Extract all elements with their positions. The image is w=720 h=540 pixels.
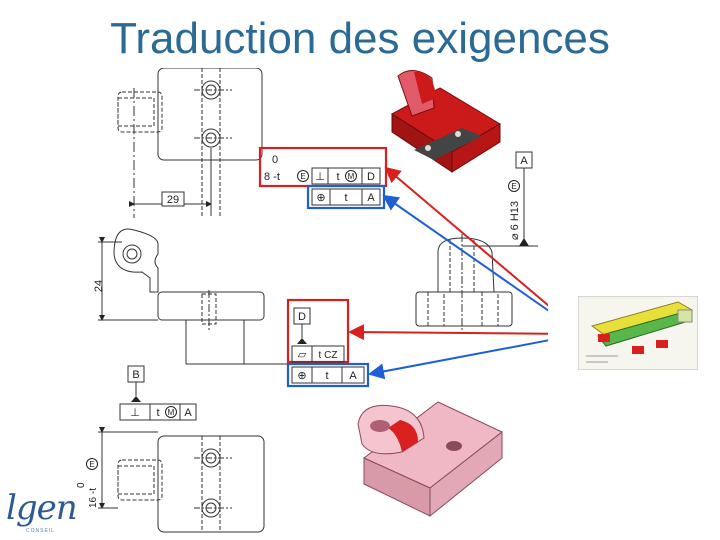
blue-highlight-frame-side <box>286 362 370 388</box>
max-material-circle-icon <box>165 406 177 418</box>
svg-text:t: t <box>325 370 328 382</box>
logo-subtext: CONSEIL <box>26 528 55 534</box>
slide-title: Traduction des exigences <box>110 14 610 63</box>
side-view-hole <box>122 244 142 264</box>
svg-text:A: A <box>184 407 192 419</box>
svg-text:A: A <box>349 370 357 382</box>
top-view <box>117 68 263 218</box>
perpendicularity-icon: ⊥ <box>315 171 325 183</box>
side-view-base <box>157 291 265 321</box>
bottom-view-datum-label: B <box>132 369 139 381</box>
side-view <box>98 228 304 365</box>
red-arrow-to-side-frame <box>348 324 548 341</box>
envelope-circle-icon <box>297 170 309 182</box>
side-view-dimension: 24 <box>93 280 105 292</box>
part-3d-top <box>391 70 501 173</box>
top-view-dimension: 29 <box>167 194 179 206</box>
bottom-view-tol-lower: 16 -t <box>88 488 99 508</box>
svg-text:E: E <box>89 460 94 469</box>
side-view-datum-label: D <box>298 311 306 323</box>
part-3d-bottom <box>357 401 503 518</box>
red-arrow-to-top-frame <box>384 166 548 307</box>
svg-text:A: A <box>367 192 375 204</box>
bottom-view-tol-upper: 0 <box>76 482 87 488</box>
assembly-thumbnail <box>578 296 698 370</box>
frame-top-tol-lower: 8 -t <box>264 171 280 183</box>
perpendicularity-icon: ⊥ <box>130 407 140 419</box>
svg-text:t: t <box>156 407 159 419</box>
svg-text:M: M <box>348 172 355 181</box>
blue-arrow-to-side-frame <box>368 339 548 380</box>
technical-drawing-panel: 29 0 8 -t E ⊥ t M D ⊕ t A <box>62 68 548 540</box>
logo-text: lgen <box>6 488 78 528</box>
svg-text:D: D <box>367 171 375 183</box>
technical-drawing: 29 0 8 -t E ⊥ t M D ⊕ t A <box>76 68 548 533</box>
position-icon: ⊕ <box>316 192 325 204</box>
svg-text:t CZ: t CZ <box>319 350 338 361</box>
company-logo: lgen CONSEIL <box>4 488 78 536</box>
svg-text:t: t <box>336 171 339 183</box>
svg-text:E: E <box>511 182 516 191</box>
right-view-diameter-label: ⌀ 6 H13 <box>509 201 521 240</box>
top-view-outline <box>157 68 263 161</box>
envelope-circle-icon <box>508 180 520 192</box>
envelope-circle-icon <box>86 458 98 470</box>
right-view-base <box>415 291 513 327</box>
flatness-icon: ▱ <box>298 349 307 361</box>
position-icon: ⊕ <box>297 370 306 382</box>
bottom-view <box>98 427 265 533</box>
top-view-dimension-box <box>161 191 185 207</box>
right-view-datum-label: A <box>520 155 528 167</box>
svg-text:M: M <box>168 408 175 417</box>
svg-text:E: E <box>300 172 305 181</box>
frame-top-tol-upper: 0 <box>272 154 278 166</box>
svg-text:t: t <box>344 192 347 204</box>
blue-arrow-to-top-frame <box>382 194 548 312</box>
max-material-circle-icon <box>345 170 357 182</box>
bottom-view-outline <box>157 435 265 533</box>
